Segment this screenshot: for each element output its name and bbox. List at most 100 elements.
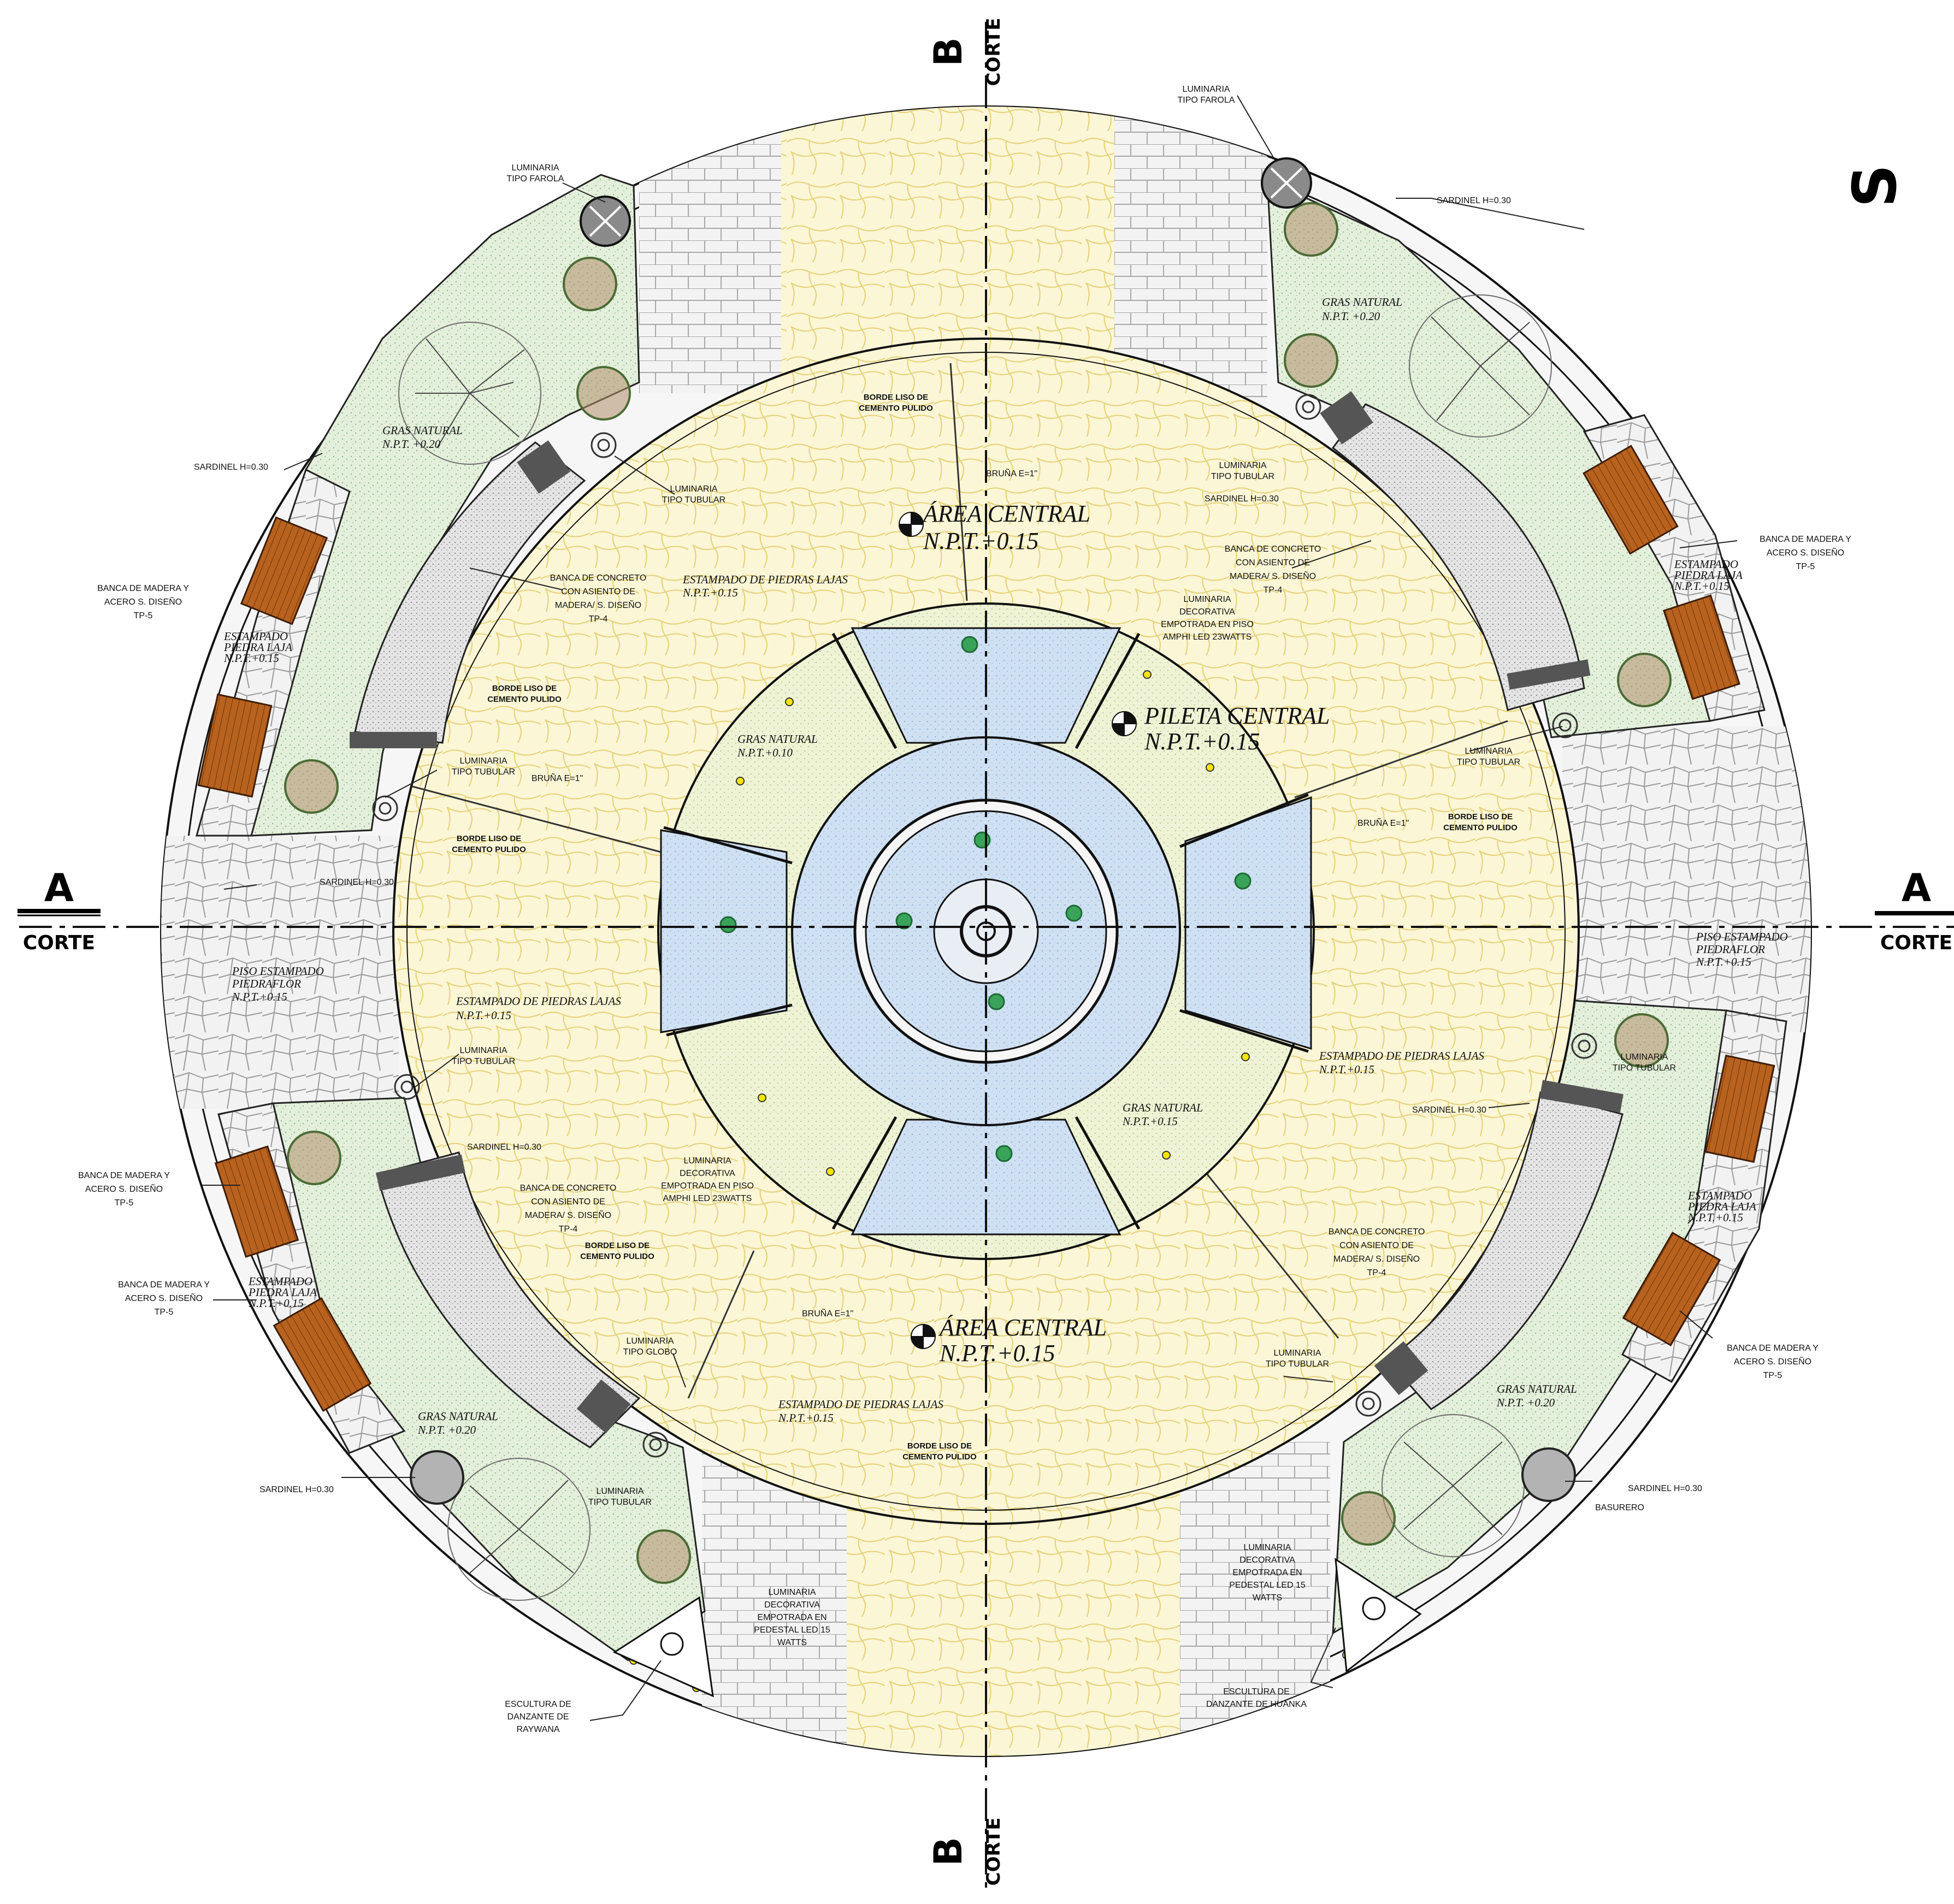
borde-top-2: CEMENTO PULIDO (859, 404, 933, 413)
cut-b-bottom-letter: B (926, 1837, 971, 1866)
laja-piedra-l1: PIEDRA LAJA (223, 641, 292, 654)
farola-tl-2: TIPO FAROLA (507, 174, 564, 184)
cut-a-left-letter: A (44, 866, 74, 910)
laja-piedra-r2: PIEDRA LAJA (1687, 1200, 1756, 1213)
esc-l-1: ESCULTURA DE (505, 1700, 571, 1709)
esc-r-2: DANZANTE DE HUANKA (1206, 1700, 1307, 1709)
bruna-right: BRUÑA E=1" (1357, 817, 1409, 828)
cut-a-right-letter: A (1902, 866, 1931, 910)
bc-tr-1: BANCA DE CONCRETO (1225, 545, 1321, 554)
piedraflor-level-l: N.P.T.+0.15 (232, 990, 287, 1003)
tubular-lamp-icons (372, 394, 1597, 1458)
cut-marker-b-top: B CORTE (926, 18, 1005, 86)
bm-r2-2: ACERO S. DISEÑO (1734, 1356, 1811, 1367)
bc-br-3: MADERA/ S. DISEÑO (1333, 1253, 1420, 1264)
tub-3a: LUMINARIA (459, 756, 507, 766)
laja-level-l1: N.P.T.+0.15 (223, 652, 279, 665)
basurero-label: BASURERO (1595, 1503, 1644, 1512)
ld-bl-2: DECORATIVA (680, 1169, 735, 1178)
bm-r2-3: TP-5 (1763, 1371, 1782, 1380)
bm-l1-3: TP-5 (134, 611, 153, 620)
central-labels: ÁREA CENTRAL N.P.T.+0.15 PILETA CENTRAL … (922, 500, 1330, 1367)
ld-bl-1: LUMINARIA (683, 1156, 731, 1166)
laja-piedra-r1: PIEDRA LAJA (1674, 569, 1743, 582)
laja-piedra-l2: PIEDRA LAJA (248, 1286, 317, 1299)
laja-estampado-r1: ESTAMPADO (1674, 558, 1738, 571)
stone-plaza-right (1562, 726, 1811, 1032)
lajas-level-4: N.P.T.+0.15 (778, 1411, 834, 1424)
annotations: LUMINARIA TIPO FAROLA LUMINARIA TIPO FAR… (78, 85, 1851, 1734)
sardinel-bl: SARDINEL H=0.30 (259, 1485, 334, 1494)
lp-br-4: PEDESTAL LED 15 (1229, 1581, 1306, 1590)
gras-label-bl: GRAS NATURAL (418, 1410, 498, 1423)
shrub-icons (284, 202, 1672, 1584)
bm-r1-2: ACERO S. DISEÑO (1767, 547, 1844, 558)
bm-r2-1: BANCA DE MADERA Y (1727, 1344, 1819, 1353)
stone-plaza-left (161, 836, 399, 1109)
lp-bl-5: WATTS (777, 1638, 807, 1647)
floor-labels: ESTAMPADO DE PIEDRAS LAJAS N.P.T.+0.15 E… (223, 295, 1788, 1436)
cut-b-top-label: CORTE (983, 18, 1005, 86)
borde-right-2: CEMENTO PULIDO (1443, 823, 1518, 832)
concrete-bench-top-right (1320, 391, 1591, 711)
bm-l3-1: BANCA DE MADERA Y (118, 1280, 210, 1290)
piedraflor-label-r1: PISO ESTAMPADO (1696, 930, 1788, 943)
bm-l3-2: ACERO S. DISEÑO (125, 1292, 203, 1303)
gras-label-br: GRAS NATURAL (1497, 1382, 1577, 1396)
bc-tr-2: CON ASIENTO DE (1236, 558, 1310, 567)
area-central-level-top: N.P.T.+0.15 (923, 528, 1038, 554)
cut-b-top-letter: B (926, 37, 971, 66)
axis-lines (19, 22, 1954, 1890)
bc-tl-3: MADERA/ S. DISEÑO (555, 599, 641, 610)
borde-bottom-2: CEMENTO PULIDO (902, 1452, 977, 1462)
esc-r-1: ESCULTURA DE (1223, 1687, 1290, 1696)
tub-1a: LUMINARIA (670, 484, 717, 494)
trash-bin-icons (410, 1447, 1576, 1505)
ld-bl-3: EMPOTRADA EN PISO (661, 1181, 754, 1191)
lajas-label-3: ESTAMPADO DE PIEDRAS LAJAS (1319, 1049, 1484, 1062)
farola-tr-2: TIPO FAROLA (1178, 96, 1235, 105)
cut-a-left-label: CORTE (23, 932, 95, 954)
level-marker-icons (898, 511, 1137, 1350)
gras-level-fountain-l: N.P.T.+0.10 (737, 746, 793, 759)
bc-br-1: BANCA DE CONCRETO (1329, 1227, 1425, 1237)
tub-7b: TIPO TUBULAR (588, 1498, 652, 1507)
lp-bl-3: EMPOTRADA EN (757, 1613, 827, 1622)
ld-tr-3: EMPOTRADA EN PISO (1161, 620, 1254, 629)
tree-icons (398, 294, 1552, 1601)
ld-tr-1: LUMINARIA (1183, 595, 1231, 604)
tub-2b: TIPO TUBULAR (1211, 472, 1274, 481)
leader-lines (202, 95, 1738, 1721)
bc-tr-4: TP-4 (1264, 586, 1283, 595)
concrete-bench-bottom-right (1374, 1080, 1624, 1410)
esc-l-3: RAYWANA (516, 1725, 559, 1734)
sculpture-icons (612, 1558, 1422, 1698)
lp-bl-4: PEDESTAL LED 15 (754, 1625, 830, 1635)
tub-4a: LUMINARIA (1465, 747, 1512, 756)
tub-2a: LUMINARIA (1219, 461, 1266, 470)
bm-l2-3: TP-5 (115, 1198, 134, 1208)
laja-estampado-l2: ESTAMPADO (248, 1275, 312, 1288)
lajas-level-3: N.P.T.+0.15 (1319, 1063, 1374, 1076)
tub-7a: LUMINARIA (596, 1487, 644, 1496)
lp-br-3: EMPOTRADA EN (1232, 1568, 1302, 1577)
bc-br-4: TP-4 (1367, 1268, 1386, 1278)
sardinel-r3: SARDINEL H=0.30 (1412, 1105, 1486, 1115)
gras-label-fountain-r: GRAS NATURAL (1123, 1101, 1203, 1114)
piedraflor-label-l1: PISO ESTAMPADO (232, 965, 324, 978)
laja-level-r1: N.P.T.+0.15 (1674, 580, 1729, 593)
gras-level-tr: N.P.T. +0.20 (1321, 310, 1380, 323)
pileta-central-level: N.P.T.+0.15 (1144, 728, 1260, 755)
gras-level-fountain-r: N.P.T.+0.15 (1122, 1115, 1178, 1128)
lajas-label-1: ESTAMPADO DE PIEDRAS LAJAS (682, 573, 848, 586)
borde-l2-2: CEMENTO PULIDO (452, 845, 526, 854)
ld-bl-4: AMPHI LED 23WATTS (663, 1194, 752, 1203)
tub-4b: TIPO TUBULAR (1457, 758, 1520, 767)
bc-bl-3: MADERA/ S. DISEÑO (525, 1209, 611, 1220)
sardinel-tr: SARDINEL H=0.30 (1437, 196, 1511, 205)
north-indicator: S (1840, 164, 1910, 208)
bruna-joints (412, 363, 1508, 1399)
lp-bl-2: DECORATIVA (764, 1600, 820, 1610)
sardinel-br: SARDINEL H=0.30 (1628, 1484, 1702, 1493)
bm-r1-1: BANCA DE MADERA Y (1760, 535, 1851, 544)
